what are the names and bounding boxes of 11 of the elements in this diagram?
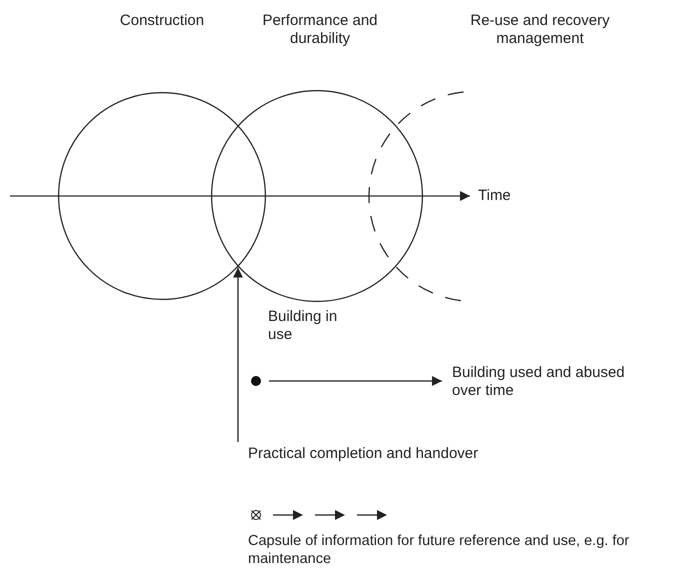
dot-caption: Building in use [268,308,338,344]
stage-text: Building used and abused over time [452,364,626,400]
note-text: Capsule of information for future reference and use, e.g. for maintenance [248,532,630,568]
phase-heading: Construction [118,12,206,30]
arrow [269,376,442,386]
event-dot [251,376,261,386]
phase-heading: Re-use and recovery management [469,12,611,48]
axis-label: Time [478,187,512,205]
stage-text: Practical completion and handover [248,445,480,463]
pointer-arrow [233,268,243,442]
phase-heading: Performance and durability [261,12,379,48]
